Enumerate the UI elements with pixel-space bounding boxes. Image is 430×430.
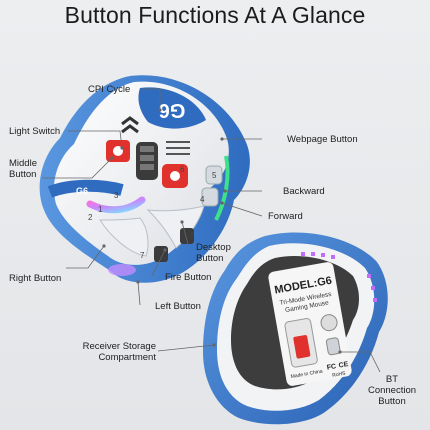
right-main-button: [146, 205, 205, 249]
made-in-text: Made in China: [290, 369, 323, 381]
button-number-2: 2: [88, 213, 93, 222]
label-backward: Backward: [283, 186, 325, 197]
button-number-3: 3: [114, 191, 119, 200]
mouse-bottom-view: MODEL:G6 Tri-Mode Wireless Gaming Mouse …: [203, 232, 388, 425]
label-desktop-button-line2: Button: [196, 253, 224, 264]
label-receiver-storage: Receiver Storage Compartment: [60, 341, 156, 363]
label-right-button: Right Button: [9, 273, 62, 284]
label-left-button: Left Button: [155, 301, 201, 312]
label-bt-connection-line2: Connection: [367, 385, 417, 396]
label-light-switch: Light Switch: [9, 126, 61, 137]
backward-side-button: [205, 165, 223, 185]
rohs-mark: RoHS: [332, 371, 347, 379]
label-desktop-button: Desktop Button: [196, 242, 231, 264]
button-number-5: 5: [212, 171, 217, 180]
label-receiver-storage-line1: Receiver Storage: [82, 341, 156, 352]
fc-mark: FC: [326, 363, 336, 372]
label-bt-connection: BT Connection Button: [362, 374, 422, 407]
button-number-7: 7: [140, 251, 145, 260]
mouse-model-badge: G6: [159, 99, 186, 121]
label-bt-connection-line3: Button: [378, 396, 406, 407]
button-number-8: 8: [190, 231, 195, 240]
label-bt-connection-line1: BT: [385, 374, 399, 385]
label-cpi-cycle: CPI Cycle: [88, 84, 131, 95]
bt-connection-button: [325, 337, 341, 356]
label-fire-button: Fire Button: [165, 272, 212, 283]
label-webpage-button: Webpage Button: [287, 134, 358, 145]
page-title: Button Functions At A Glance: [64, 2, 366, 28]
label-middle-button: Middle Button: [9, 158, 37, 180]
button-number-4: 4: [200, 195, 205, 204]
label-middle-button-line1: Middle: [9, 158, 37, 169]
cpi-chevron-icon: [121, 116, 139, 134]
label-middle-button-line2: Button: [9, 169, 37, 180]
button-number-1: 1: [98, 205, 103, 214]
label-receiver-storage-line2: Compartment: [98, 352, 156, 363]
label-desktop-button-line1: Desktop: [196, 242, 231, 253]
left-main-button: [99, 217, 149, 257]
ce-mark: CE: [338, 361, 349, 370]
sensor-icon: [320, 314, 338, 332]
forward-side-button: [201, 187, 219, 207]
label-forward: Forward: [268, 211, 303, 222]
button-number-6: 6: [180, 165, 185, 174]
desktop-button: [180, 228, 194, 244]
mouse-side-text: G6: [76, 186, 88, 196]
